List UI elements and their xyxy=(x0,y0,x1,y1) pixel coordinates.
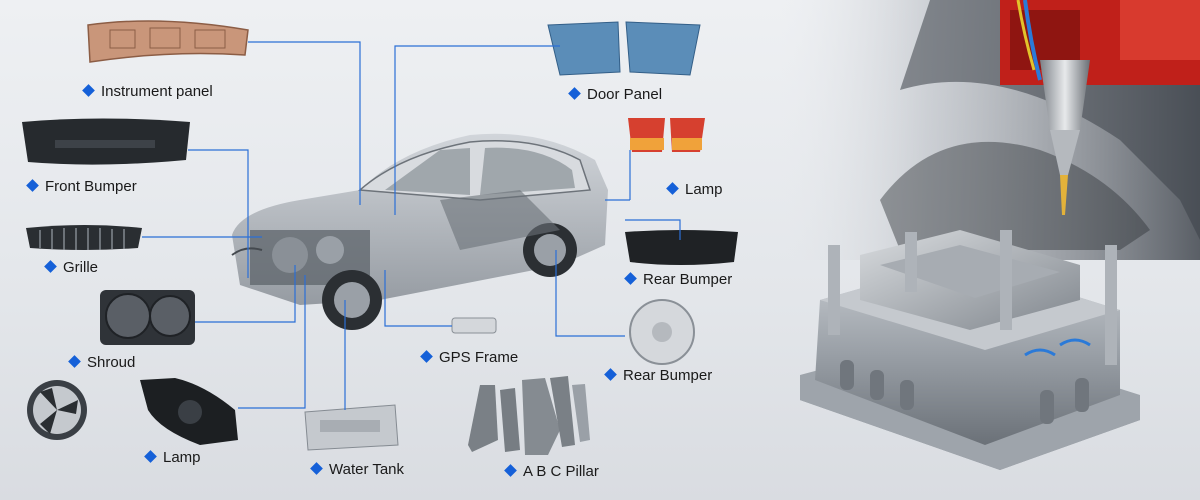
part-images xyxy=(22,20,738,455)
blue-diamond-icon xyxy=(504,464,517,477)
blue-diamond-icon xyxy=(666,182,679,195)
label-water-tank: Water Tank xyxy=(310,461,404,479)
label-door-panel: Door Panel xyxy=(568,86,662,104)
blue-diamond-icon xyxy=(44,260,57,273)
label-abc-pillar: A B C Pillar xyxy=(504,463,599,481)
label-lamp-right: Lamp xyxy=(666,181,723,199)
injection-mold xyxy=(800,230,1140,470)
label-rear-bumper: Rear Bumper xyxy=(624,271,732,289)
spindle xyxy=(1040,60,1090,130)
label-front-bumper: Front Bumper xyxy=(26,178,137,196)
label-grille: Grille xyxy=(44,259,98,277)
blue-diamond-icon xyxy=(144,450,157,463)
blue-diamond-icon xyxy=(568,87,581,100)
leader-lines xyxy=(142,41,681,410)
label-instrument-panel: Instrument panel xyxy=(82,83,213,101)
label-rear-bumper-wheel: Rear Bumper xyxy=(604,367,712,385)
label-lamp-bottom: Lamp xyxy=(144,449,201,467)
blue-diamond-icon xyxy=(420,350,433,363)
label-gps-frame: GPS Frame xyxy=(420,349,518,367)
blue-diamond-icon xyxy=(310,462,323,475)
blue-diamond-icon xyxy=(624,272,637,285)
blue-diamond-icon xyxy=(604,368,617,381)
blue-diamond-icon xyxy=(26,179,39,192)
blue-diamond-icon xyxy=(82,84,95,97)
blue-diamond-icon xyxy=(68,355,81,368)
label-shroud: Shroud xyxy=(68,354,135,372)
car-cutaway xyxy=(231,133,608,330)
